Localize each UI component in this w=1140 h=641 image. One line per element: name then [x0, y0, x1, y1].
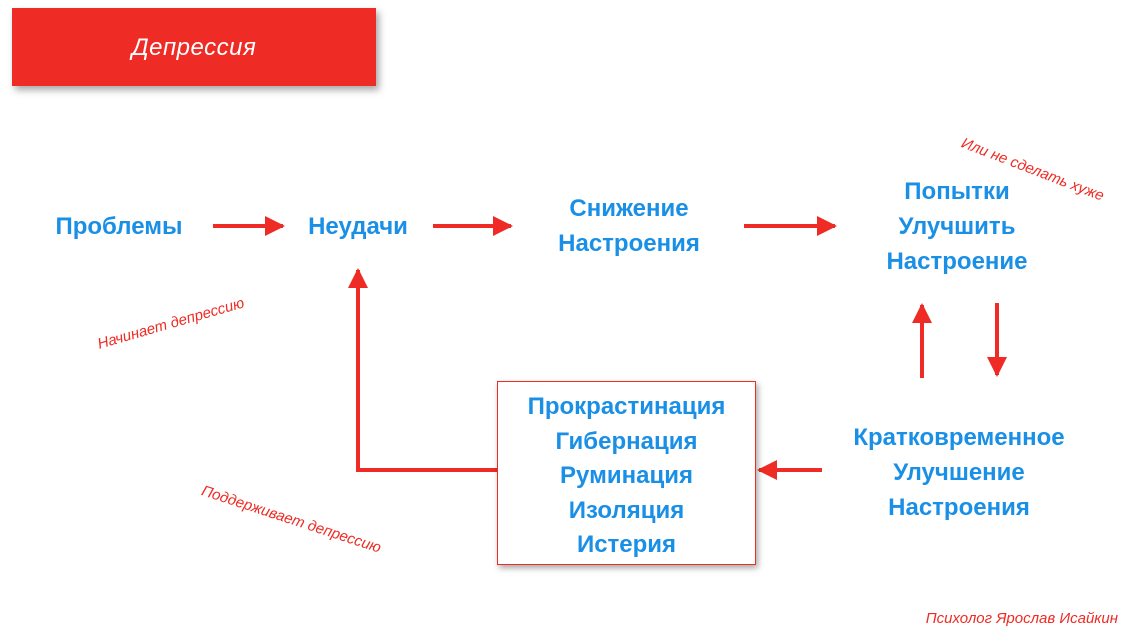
title-banner: Депрессия: [12, 8, 376, 86]
tactic-item: Гибернация: [555, 427, 698, 455]
arrow-tactics-to-failures: [348, 268, 497, 472]
node-problems-label: Проблемы: [55, 213, 183, 240]
node-tactics: Прокрастинация Гибернация Руминация Изол…: [498, 390, 755, 563]
node-failures: Неудачи: [290, 209, 426, 244]
page-title: Депрессия: [131, 34, 257, 61]
node-mood-decrease-line: Снижение: [569, 195, 689, 222]
node-failures-label: Неудачи: [308, 213, 408, 240]
node-improve-attempts-line: Настроение: [886, 248, 1028, 275]
tactic-item: Прокрастинация: [527, 393, 726, 420]
author-credit: Психолог Ярослав Исайкин: [925, 610, 1118, 627]
tactic-item: Изоляция: [568, 496, 685, 524]
node-mood-decrease-line: Настроения: [558, 230, 700, 257]
node-improve-attempts: Попытки Улучшить Настроение: [846, 174, 1068, 279]
node-mood-decrease: Снижение Настроения: [519, 191, 739, 261]
node-short-term-line: Улучшение: [893, 459, 1025, 486]
tactic-item: Истерия: [576, 531, 677, 558]
node-improve-attempts-line: Улучшить: [898, 213, 1016, 240]
node-improve-attempts-line: Попытки: [904, 178, 1010, 205]
node-short-term-line: Настроения: [888, 494, 1030, 521]
node-short-term-improvement: Кратковременное Улучшение Настроения: [825, 420, 1093, 525]
node-problems: Проблемы: [40, 209, 198, 244]
node-short-term-line: Кратковременное: [853, 424, 1065, 451]
tactics-box: Прокрастинация Гибернация Руминация Изол…: [497, 381, 756, 565]
tactic-item: Руминация: [560, 462, 693, 489]
